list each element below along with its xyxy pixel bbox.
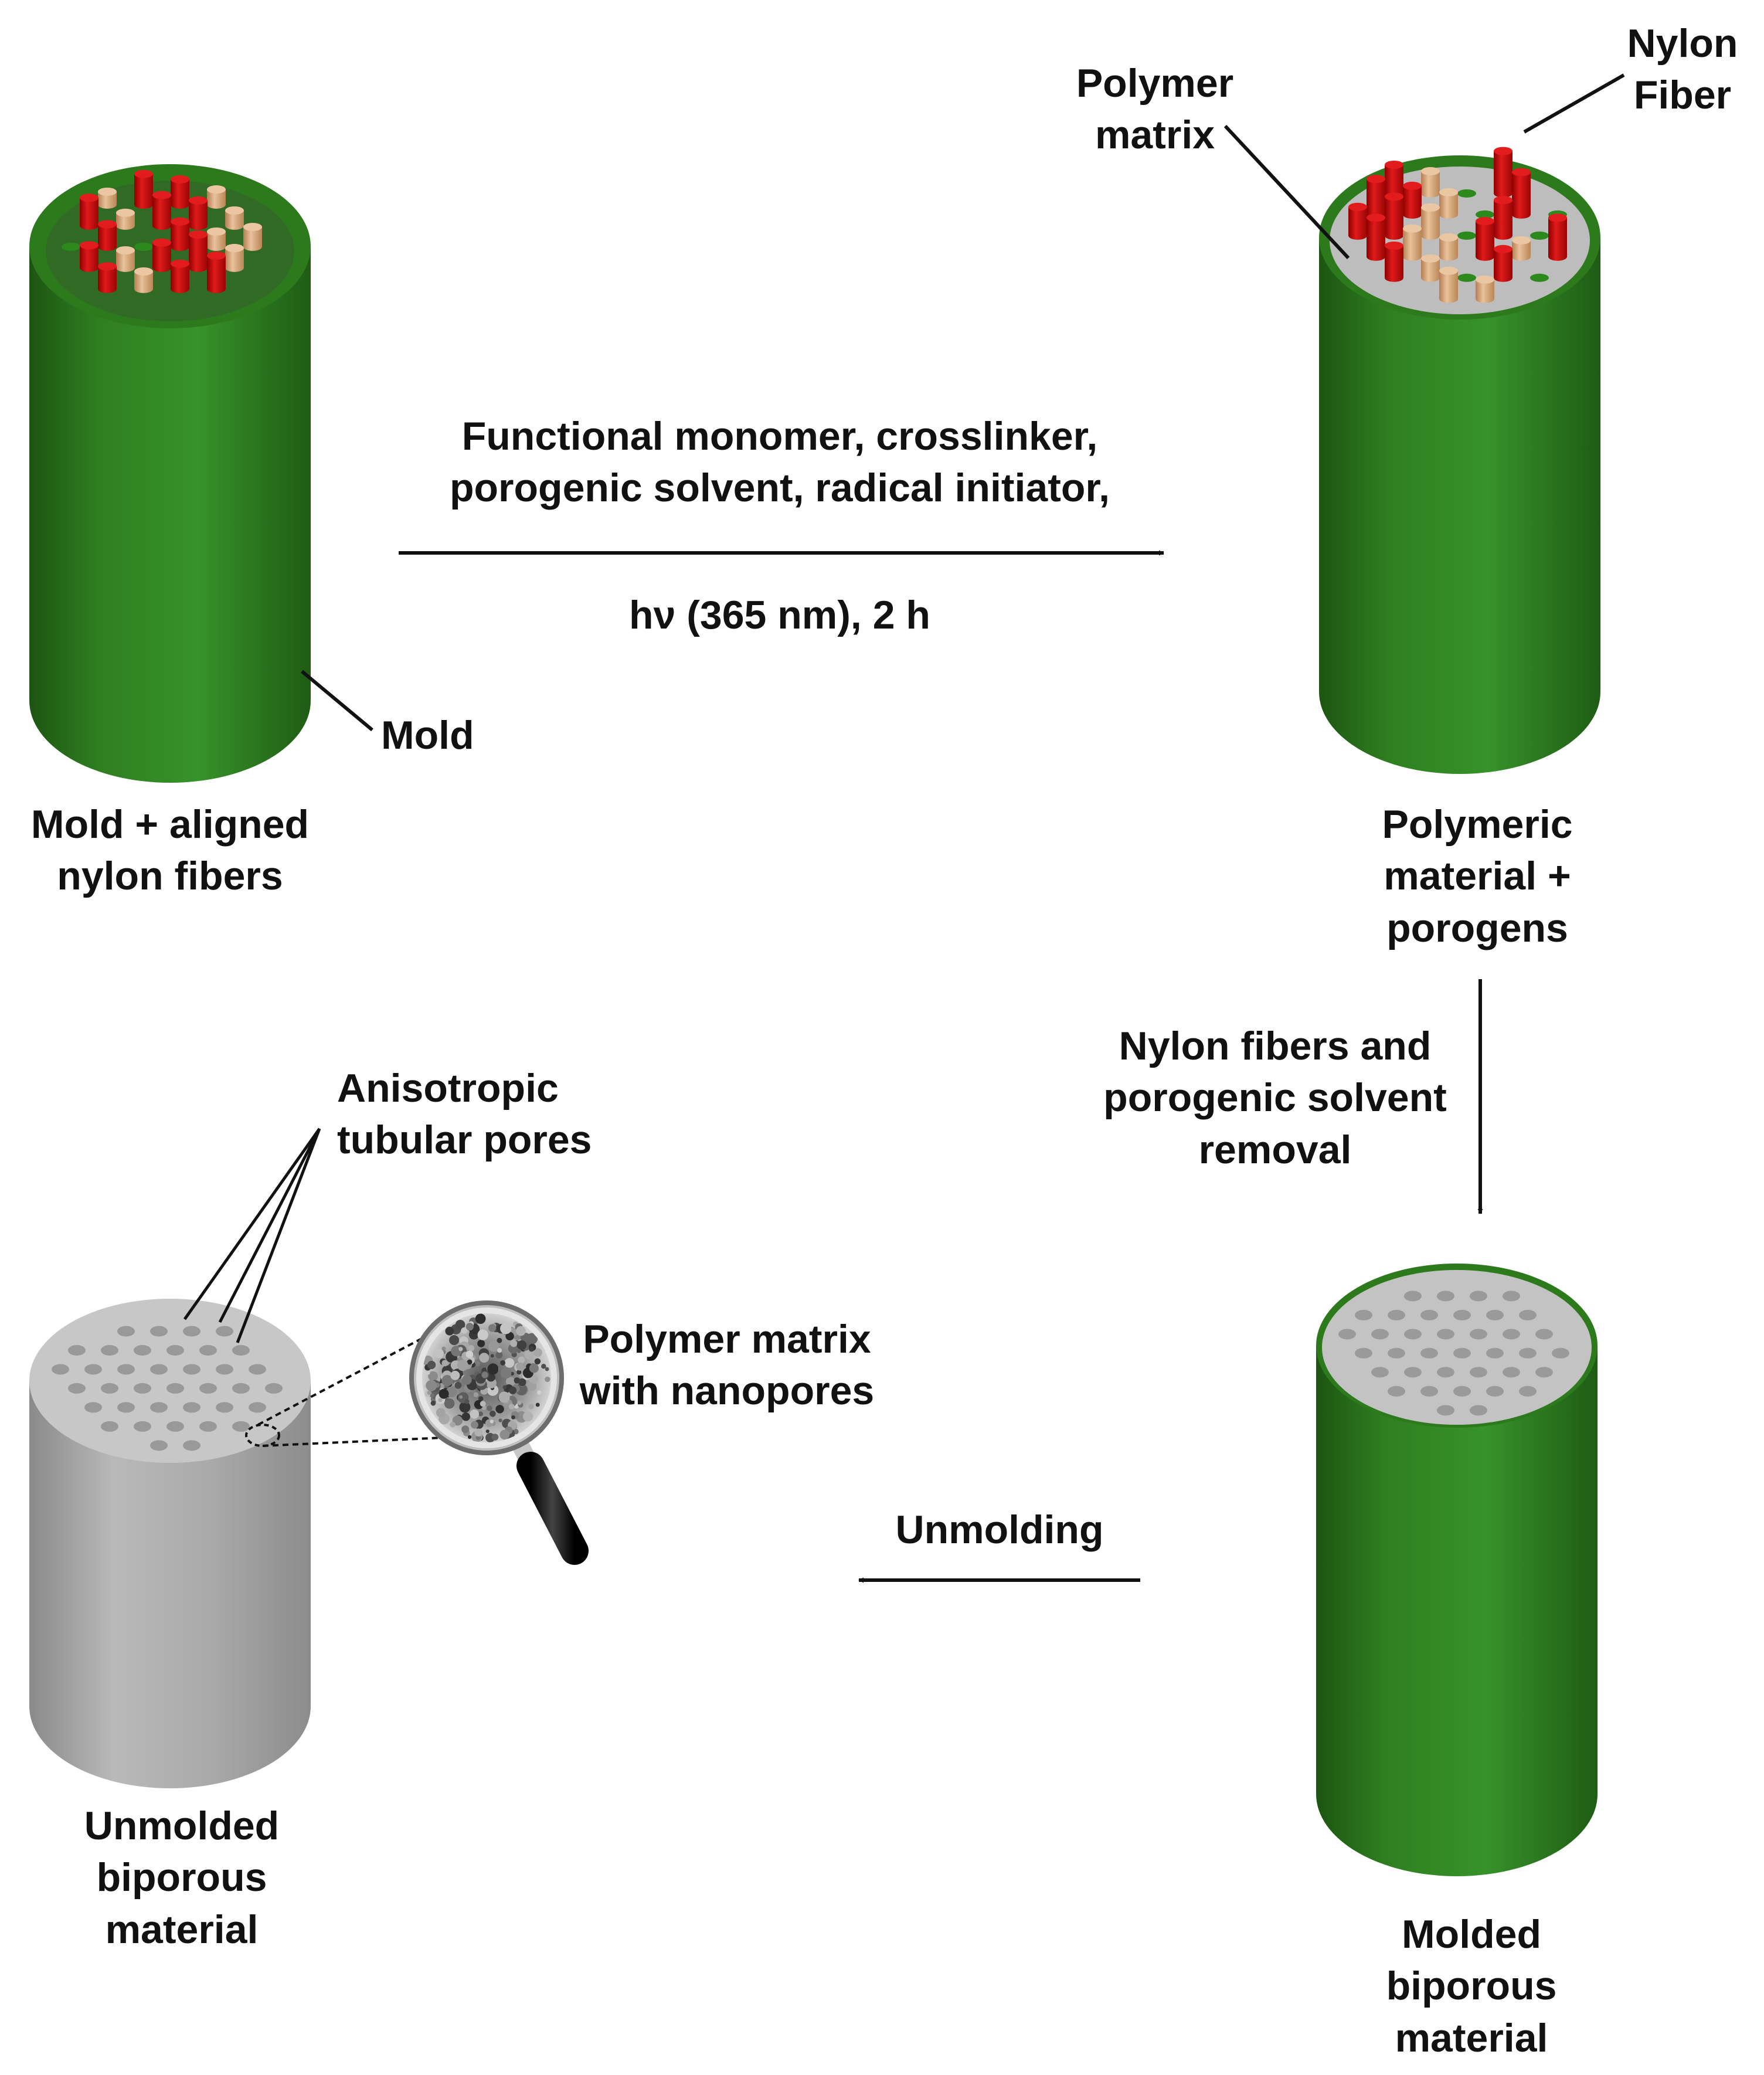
nylon-fibers-in-matrix <box>1348 147 1567 303</box>
arrow1-reagents-label: Functional monomer, crosslinker,porogeni… <box>449 414 1110 511</box>
leader-anisotropic-pores <box>183 1128 321 1343</box>
tubular-pores <box>1338 1290 1569 1416</box>
polymeric-material-cylinder <box>1319 147 1600 774</box>
tubular-pores <box>52 1326 283 1451</box>
magnifier-callout <box>245 1336 470 1447</box>
mold-cylinder <box>29 164 311 783</box>
leader-mold <box>301 670 373 732</box>
arrow1-conditions-label: hν (365 nm), 2 h <box>629 593 930 637</box>
mold-label: Mold <box>381 713 474 758</box>
arrow3-label: Unmolding <box>895 1507 1104 1552</box>
unmolded-biporous-cylinder <box>29 1299 311 1788</box>
leader-polymer-matrix <box>1223 124 1350 260</box>
magnifying-glass-icon <box>409 1300 589 1565</box>
molded-biporous-cylinder <box>1316 1264 1598 1876</box>
nylon-fibers <box>62 169 262 293</box>
leader-nylon-fiber <box>1523 73 1625 134</box>
